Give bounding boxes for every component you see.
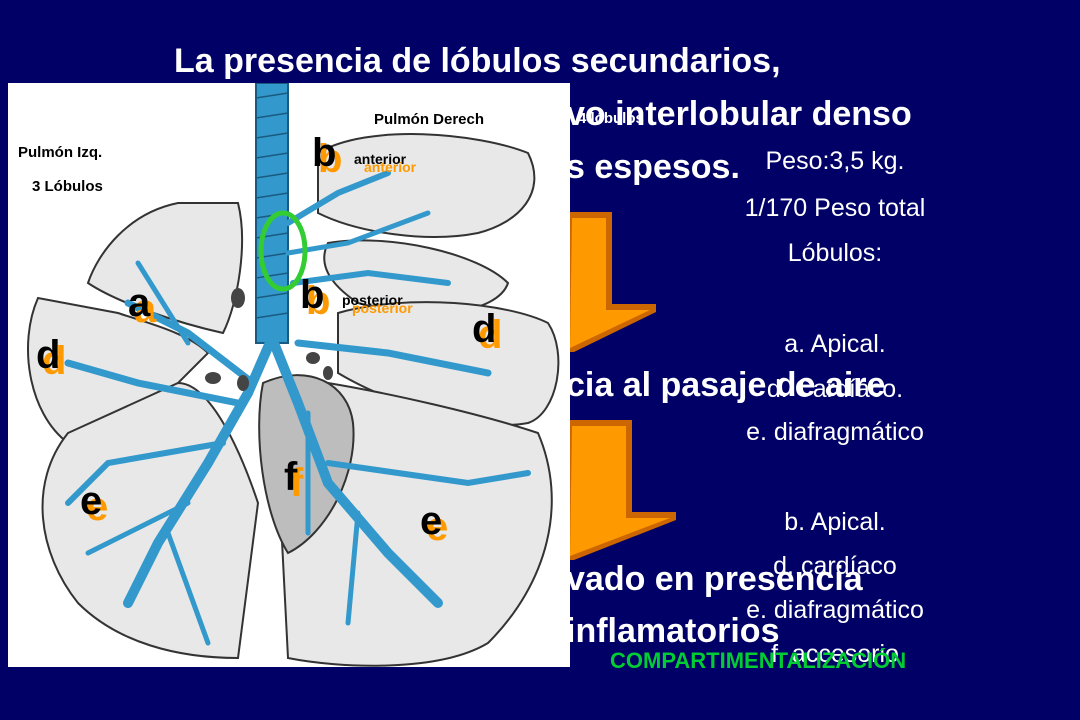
info-item-d2: d. cardíaco [773, 552, 897, 580]
title-line-1: La presencia de lóbulos secundarios, [174, 42, 781, 80]
info-weight: Peso:3,5 kg. [765, 147, 905, 175]
arrow-upper [566, 212, 656, 352]
lower-text-2: inflamatorios [566, 612, 780, 650]
left-lung-label: Pulmón Izq. [18, 144, 103, 161]
info-item-e: e. diafragmático [746, 418, 924, 446]
info-item-e2: e. diafragmático [746, 596, 924, 624]
info-ratio: 1/170 Peso total [744, 194, 926, 222]
right-lung-count: 4 lóbulos [578, 110, 644, 127]
info-lobes-heading: Lóbulos: [787, 239, 883, 267]
lung-drawing [27, 83, 560, 667]
middle-text: cia al pasaje de aire [566, 366, 886, 404]
info-item-f: f. accesorio [771, 640, 899, 668]
right-lung-label: Pulmón Derech [374, 111, 485, 128]
info-item-b: b. Apical. [784, 508, 886, 536]
title-line-3: s espesos. [566, 148, 740, 186]
left-lung-count: 3 Lóbulos [32, 178, 103, 195]
arrow-lower [566, 420, 676, 560]
title-line-2: vo interlobular denso [566, 95, 912, 133]
footer-label: COMPARTIMENTALIZACIÓN [610, 648, 907, 673]
info-item-a: a. Apical. [784, 330, 886, 358]
info-item-d: d. Cardíaco. [766, 375, 904, 403]
lower-text-1: vado en presencia [566, 560, 863, 598]
